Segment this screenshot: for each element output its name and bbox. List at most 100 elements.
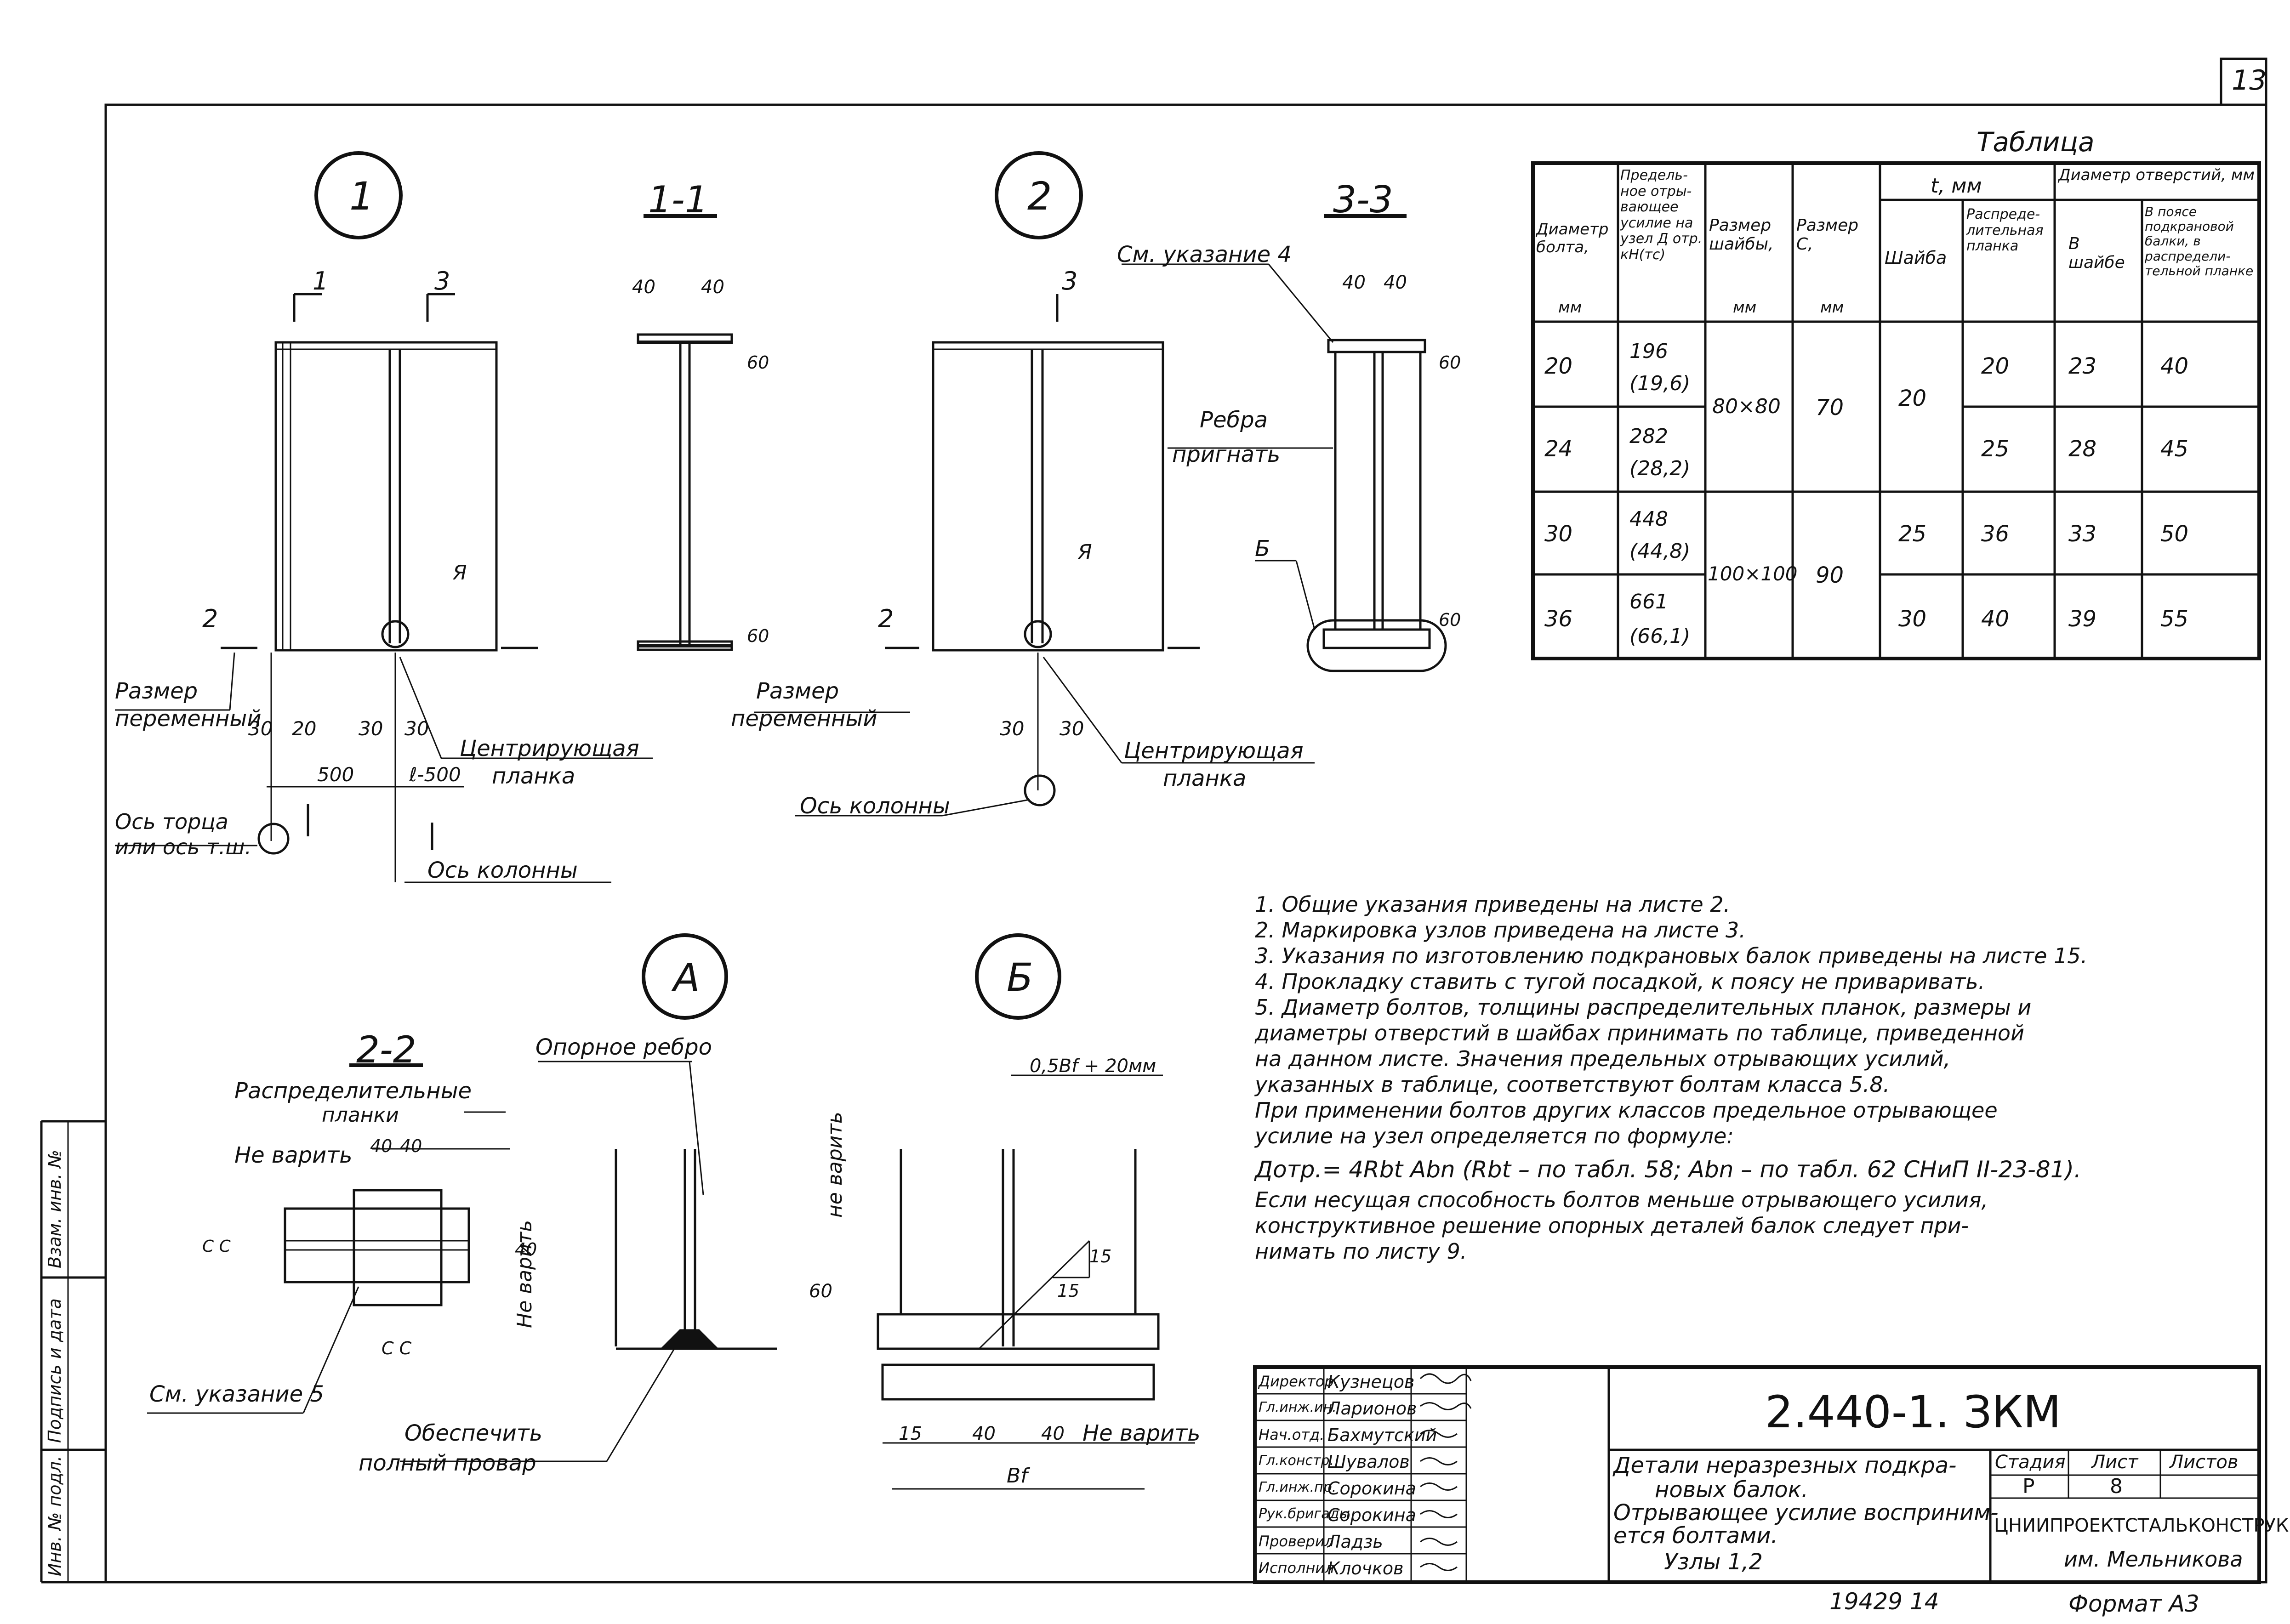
dim-20a: 20 [292, 717, 317, 740]
raspred-label: Распределительные [234, 1078, 472, 1104]
sheet-number-box [2220, 57, 2267, 106]
stamp-role-2: Гл.инж.ин. [1259, 1399, 1337, 1415]
stamp-sheet-header: Лист [2091, 1452, 2138, 1473]
th-otv: Диаметр отверстий, мм [2058, 166, 2255, 184]
dim-30c: 30 [404, 717, 429, 740]
sec22-plates [353, 1189, 443, 1306]
stamp-name-6: Сорокина [1327, 1505, 1416, 1525]
stamp-sheet: 8 [2110, 1475, 2123, 1498]
ili-os-label: или ось т.ш. [115, 835, 252, 859]
sec11-dim-60a: 60 [747, 352, 769, 373]
footer-format: Формат А3 [2068, 1590, 2199, 1617]
signature-3 [1420, 1430, 1458, 1438]
sm-ukaz5-label: См. указание 5 [149, 1381, 324, 1407]
ne-varit3-label: не варить [823, 1112, 847, 1218]
note-line: 5. Диаметр болтов, толщины распределител… [1255, 995, 2032, 1020]
dim-40f: 40 [400, 1136, 422, 1156]
signature-5 [1420, 1482, 1458, 1491]
nodeA-weld [659, 1329, 720, 1350]
razmer2-label: Размер [756, 678, 839, 704]
centr1-label: Центрирующая [460, 736, 639, 761]
th-c: Размер С, [1796, 216, 1859, 254]
sec33-label: 3-3 [1333, 178, 1393, 221]
row3-usil-tc: (44,8) [1629, 539, 1691, 563]
sec22-label: 2-2 [356, 1028, 416, 1071]
row1-planka: 20 [1981, 353, 2010, 379]
note-line: нимать по листу 9. [1255, 1239, 1467, 1264]
signature-1 [1419, 1373, 1472, 1384]
ne-varit4-label: Не варить [1082, 1420, 1201, 1446]
peremenny1-label: переменный [115, 706, 262, 732]
sec22-beam [284, 1207, 470, 1283]
merged-t-shayba-2: 25 [1898, 521, 1927, 547]
merged-c-2: 90 [1816, 562, 1844, 588]
stamp-role-3: Нач.отд. [1259, 1426, 1325, 1443]
th-otv-planka: В поясе подкрановой балки, в распредели-… [2145, 204, 2254, 278]
merged-shayba-1: 80×80 [1712, 395, 1781, 418]
sec11-label: 1-1 [648, 178, 708, 221]
opornoe-leader [689, 1061, 704, 1195]
th-otv-shayba: В шайбе [2068, 234, 2125, 273]
polny-label: полный провар [359, 1450, 536, 1476]
obesp-leader-2 [606, 1346, 677, 1462]
th-diam-mm: мм [1558, 298, 1582, 317]
os-kol2-label: Ось колонны [800, 793, 950, 819]
nodeB-label: Б [1007, 955, 1033, 1000]
sm-ukaz4-leader-2 [1268, 264, 1334, 343]
node2-bolt [1024, 620, 1052, 648]
row3-otv-sh: 33 [2068, 521, 2097, 547]
row2-usil: 282 [1629, 425, 1668, 448]
note-line: указанных в таблице, соответствуют болта… [1255, 1072, 1890, 1097]
bf-formula-label: 0,5Bf + 20мм [1030, 1056, 1156, 1077]
stamp-role-7: Проверил [1259, 1533, 1334, 1550]
stamp-title-5: Узлы 1,2 [1664, 1549, 1763, 1575]
row3-otv-pl: 50 [2160, 521, 2189, 547]
centr2-leader [1042, 657, 1122, 763]
stamp-role-8: Исполнил [1259, 1559, 1334, 1577]
merged-t-shayba-1: 20 [1898, 386, 1927, 411]
stamp-role-4: Гл.констр. [1259, 1453, 1334, 1469]
peremenny2-label: переменный [731, 706, 877, 732]
stamp-org-1: ЦНИИПРОЕКТСТАЛЬКОНСТРУКЦИЯ [1994, 1515, 2290, 1536]
row4-usil: 661 [1629, 590, 1668, 613]
ne-varit2-label: Не варить [513, 1220, 536, 1328]
sm-ukaz4-label: См. указание 4 [1117, 242, 1292, 267]
dim-30d: 30 [1000, 717, 1025, 740]
row2-usil-tc: (28,2) [1629, 457, 1691, 480]
dim-cc2: С С [382, 1338, 412, 1358]
dim-30e: 30 [1060, 717, 1084, 740]
os-torca-label: Ось торца [115, 809, 228, 834]
dim-30b: 30 [359, 717, 383, 740]
stamp-role-5: Гл.инж.пр. [1259, 1479, 1337, 1495]
merged-t-shayba-3: 30 [1898, 606, 1927, 632]
drawing-code: 2.440-1. ЗКМ [1765, 1386, 2062, 1438]
stamp-role-6: Рук.бригады [1259, 1506, 1350, 1522]
signature-8 [1420, 1563, 1458, 1571]
sec33-dim-40c: 40 [1342, 272, 1366, 293]
sec33-dim-40d: 40 [1384, 272, 1407, 293]
b-callout-label: Б [1255, 536, 1270, 562]
os-kol2-leader-2 [942, 799, 1030, 817]
stamp-stage: Р [2022, 1475, 2035, 1498]
row3-diam: 30 [1544, 521, 1573, 547]
node1-circle [314, 151, 403, 239]
signature-6 [1420, 1510, 1458, 1518]
side-vzam: Взам. инв. № [45, 1149, 65, 1268]
centr2-label: Центрирующая [1124, 738, 1304, 764]
stamp-name-7: Ладзь [1327, 1532, 1383, 1552]
note-line: Если несущая способность болтов меньше о… [1255, 1187, 1988, 1212]
stamp-title-1: Детали неразрезных подкра- [1613, 1453, 1957, 1478]
node1-label: 1 [349, 174, 374, 219]
stamp-title-2: новых балок. [1655, 1477, 1808, 1503]
stamp-sheets-header: Листов [2170, 1452, 2239, 1473]
side-podpis: Подпись и дата [45, 1298, 65, 1443]
row1-usil-tc: (19,6) [1629, 372, 1691, 395]
sec33-dim-60c: 60 [1439, 352, 1461, 373]
node2-web [932, 341, 1164, 652]
row4-planka: 40 [1981, 606, 2010, 632]
th-t-shayba: Шайба [1885, 248, 1947, 268]
opornoe-label: Опорное ребро [535, 1034, 712, 1060]
th-t-planka: Распреде- лительная планка [1966, 206, 2044, 254]
cut3b-number: 3 [1062, 267, 1078, 295]
